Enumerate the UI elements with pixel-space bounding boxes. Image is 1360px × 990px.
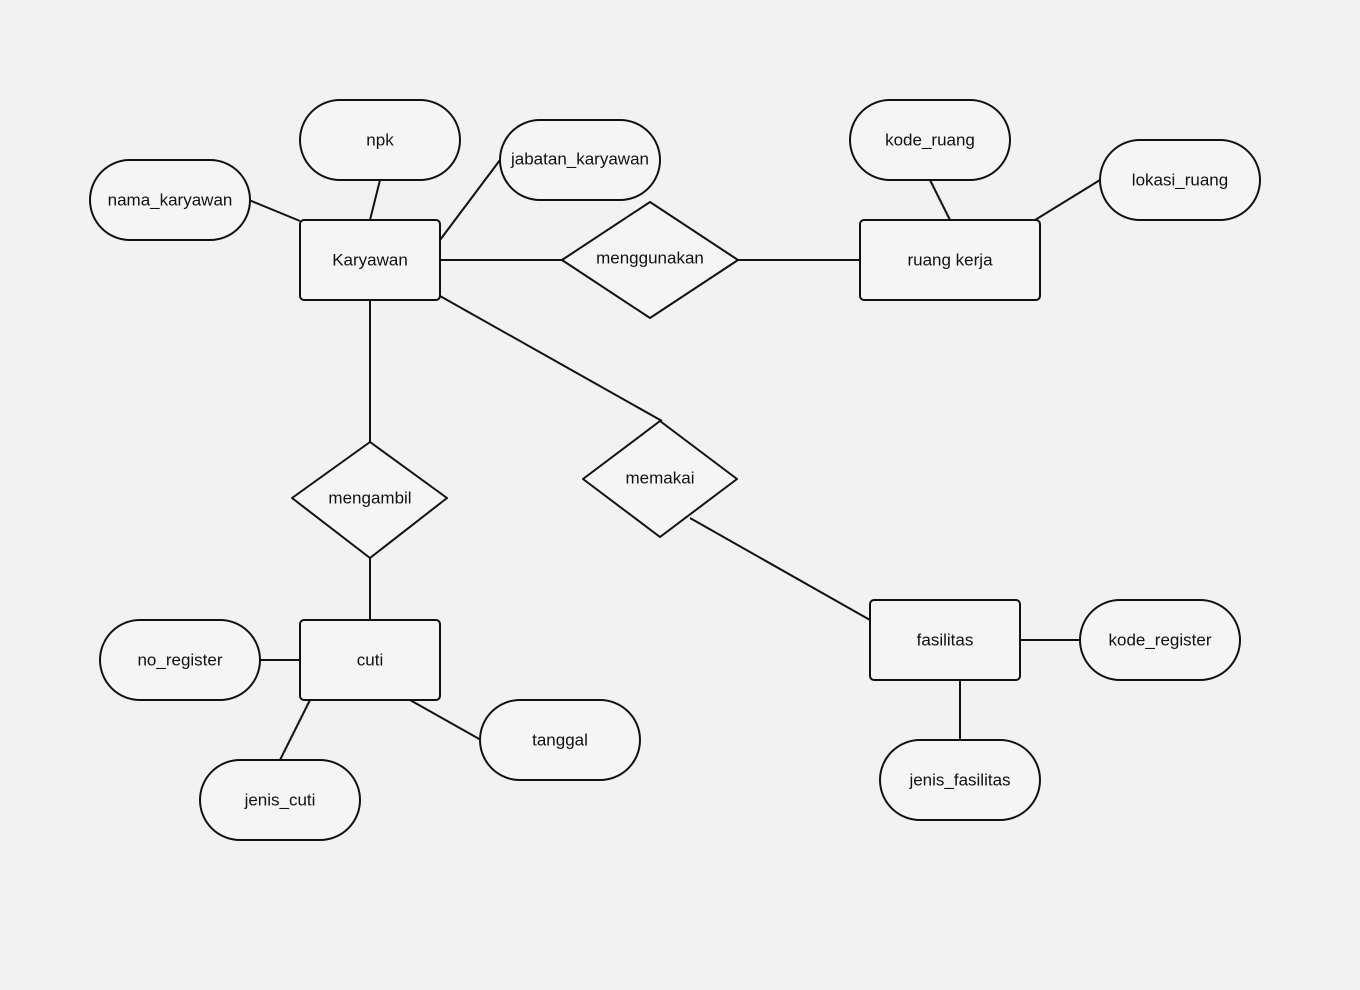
link-npk-karyawan xyxy=(369,179,381,221)
relationship-label: memakai xyxy=(626,469,695,488)
attribute-kode-register: kode_register xyxy=(1079,599,1241,681)
attribute-label: lokasi_ruang xyxy=(1132,171,1228,190)
entity-fasilitas: fasilitas xyxy=(869,599,1021,681)
attribute-label: nama_karyawan xyxy=(108,191,233,210)
attribute-no-register: no_register xyxy=(99,619,261,701)
attribute-label: jabatan_karyawan xyxy=(510,150,649,169)
attribute-label: tanggal xyxy=(532,731,588,750)
attribute-shape xyxy=(879,739,1041,821)
link-kode-ruang-ruang-kerja xyxy=(929,179,951,221)
attribute-npk: npk xyxy=(299,99,461,181)
relationship-diamond xyxy=(561,201,739,319)
entity-label: cuti xyxy=(357,651,383,670)
attribute-jenis-fasilitas: jenis_fasilitas xyxy=(879,739,1041,821)
relationship-label: menggunakan xyxy=(596,249,704,268)
attribute-label: kode_register xyxy=(1108,631,1211,650)
attribute-label: jenis_cuti xyxy=(244,791,316,810)
relationship-menggunakan: menggunakan xyxy=(561,201,739,319)
link-nama-karyawan-karyawan xyxy=(248,199,301,222)
attribute-kode-ruang: kode_ruang xyxy=(849,99,1011,181)
entity-box xyxy=(859,219,1041,301)
entity-box xyxy=(299,219,441,301)
attribute-shape xyxy=(499,119,661,201)
link-memakai-fasilitas xyxy=(689,517,871,621)
attribute-shape xyxy=(1079,599,1241,681)
relationship-memakai: memakai xyxy=(582,420,738,538)
attribute-jabatan-karyawan: jabatan_karyawan xyxy=(499,119,661,201)
link-tanggal-cuti xyxy=(409,699,482,741)
attribute-label: kode_ruang xyxy=(885,131,975,150)
entity-ruang-kerja: ruang kerja xyxy=(859,219,1041,301)
relationship-diamond xyxy=(291,441,448,559)
attribute-lokasi-ruang: lokasi_ruang xyxy=(1099,139,1261,221)
link-jabatan-karyawan-karyawan xyxy=(439,159,501,241)
attribute-shape xyxy=(99,619,261,701)
attribute-shape xyxy=(89,159,251,241)
attribute-shape xyxy=(849,99,1011,181)
link-lokasi-ruang-ruang-kerja xyxy=(1034,179,1101,221)
entity-box xyxy=(299,619,441,701)
attribute-shape xyxy=(479,699,641,781)
attribute-tanggal: tanggal xyxy=(479,699,641,781)
entity-cuti: cuti xyxy=(299,619,441,701)
entity-label: fasilitas xyxy=(917,631,974,650)
link-karyawan-memakai xyxy=(439,295,663,422)
connectors xyxy=(248,159,1101,761)
attribute-shape xyxy=(299,99,461,181)
relationship-label: mengambil xyxy=(328,489,411,508)
attribute-nama-karyawan: nama_karyawan xyxy=(89,159,251,241)
entity-box xyxy=(869,599,1021,681)
attribute-shape xyxy=(199,759,361,841)
relationship-mengambil: mengambil xyxy=(291,441,448,559)
attribute-label: npk xyxy=(366,131,394,150)
link-jenis-cuti-cuti xyxy=(279,699,311,761)
attribute-jenis-cuti: jenis_cuti xyxy=(199,759,361,841)
attribute-label: no_register xyxy=(137,651,222,670)
attribute-label: jenis_fasilitas xyxy=(908,771,1010,790)
relationship-diamond xyxy=(582,420,738,538)
attribute-shape xyxy=(1099,139,1261,221)
entity-label: Karyawan xyxy=(332,251,408,270)
entity-karyawan: Karyawan xyxy=(299,219,441,301)
entity-label: ruang kerja xyxy=(907,251,993,270)
